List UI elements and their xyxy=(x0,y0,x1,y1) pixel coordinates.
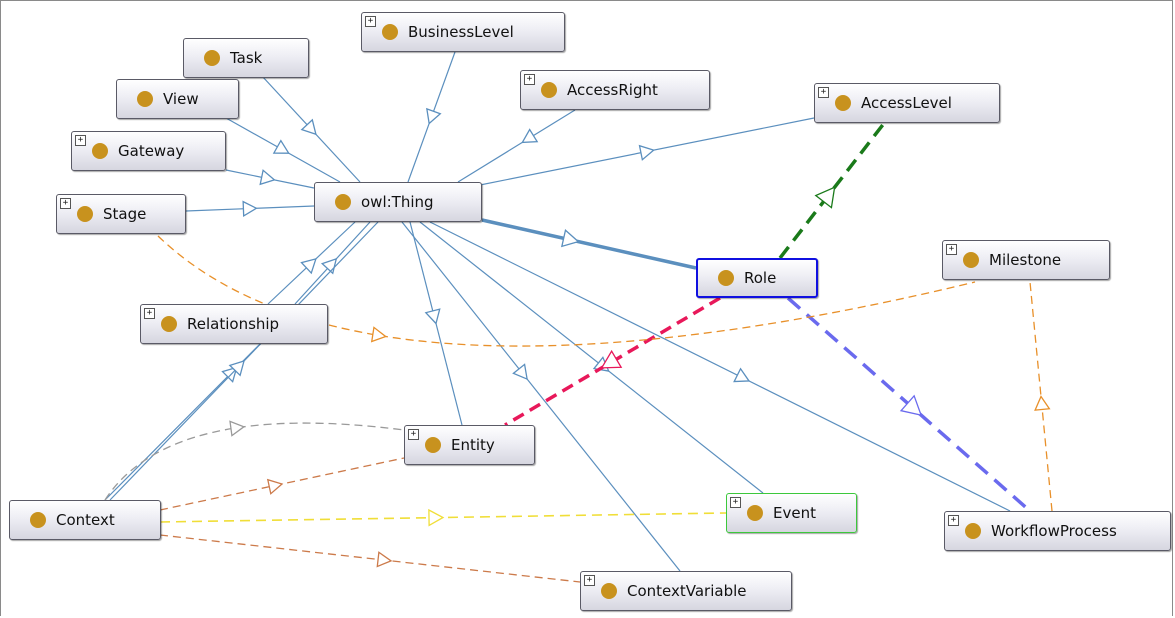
edge-context-event xyxy=(159,512,727,523)
node-gateway[interactable]: + Gateway xyxy=(71,131,226,171)
edge-stage-milestone-arrowhead xyxy=(370,326,388,343)
class-icon xyxy=(718,270,734,286)
node-role[interactable]: Role xyxy=(696,258,818,298)
node-context[interactable]: Context xyxy=(9,500,161,540)
edge-owl-thing-context-variable-arrowhead xyxy=(512,363,528,381)
edge-context-context-variable xyxy=(159,534,581,583)
edge-owl-thing-entity-arrowhead xyxy=(424,308,441,325)
edge-owl-thing-role xyxy=(481,218,697,270)
expand-icon[interactable]: + xyxy=(144,308,155,319)
edge-access-right-owl-thing-arrowhead xyxy=(521,128,539,144)
edge-owl-thing-role-arrowhead xyxy=(560,229,580,248)
edge-gateway-owl-thing-arrowhead xyxy=(259,169,276,186)
node-event[interactable]: + Event xyxy=(726,493,857,533)
expand-icon[interactable]: + xyxy=(365,16,376,27)
edge-context-relationship-arrowhead xyxy=(221,366,238,383)
node-label: owl:Thing xyxy=(361,193,434,211)
node-label: Gateway xyxy=(118,142,185,160)
node-milestone[interactable]: + Milestone xyxy=(942,240,1110,280)
node-relationship[interactable]: + Relationship xyxy=(140,304,328,344)
node-task[interactable]: Task xyxy=(183,38,309,78)
node-label: Role xyxy=(744,269,777,287)
class-icon xyxy=(161,316,177,332)
edge-role-access-level xyxy=(778,120,887,260)
expand-icon[interactable]: + xyxy=(946,244,957,255)
edge-owl-thing-event xyxy=(419,221,764,494)
node-label: ContextVariable xyxy=(627,582,747,600)
node-label: Task xyxy=(230,49,263,67)
node-workflow-process[interactable]: + WorkflowProcess xyxy=(944,511,1171,551)
edge-context-entity-gray-arrowhead xyxy=(229,420,246,437)
class-icon xyxy=(137,91,153,107)
class-icon xyxy=(382,24,398,40)
edge-owl-thing-workflow-process xyxy=(429,221,1011,512)
edge-context-entity-arrowhead xyxy=(266,478,284,495)
class-icon xyxy=(92,143,108,159)
class-icon xyxy=(77,206,93,222)
node-label: Event xyxy=(773,504,816,522)
expand-icon[interactable]: + xyxy=(524,74,535,85)
edge-task-owl-thing-arrowhead xyxy=(300,118,317,136)
edge-owl-thing-workflow-process-arrowhead xyxy=(733,367,751,383)
expand-icon[interactable]: + xyxy=(408,429,419,440)
class-icon xyxy=(965,523,981,539)
edge-workflow-process-milestone-arrowhead xyxy=(1034,395,1051,411)
node-label: View xyxy=(163,90,199,108)
edge-owl-thing-access-level-arrowhead xyxy=(638,144,656,161)
node-context-variable[interactable]: + ContextVariable xyxy=(580,571,792,611)
node-label: BusinessLevel xyxy=(408,23,514,41)
node-label: Context xyxy=(56,511,115,529)
expand-icon[interactable]: + xyxy=(584,575,595,586)
expand-icon[interactable]: + xyxy=(948,515,959,526)
class-icon xyxy=(335,194,351,210)
edge-role-entity-arrowhead xyxy=(600,349,623,369)
node-label: Milestone xyxy=(989,251,1062,269)
class-icon xyxy=(835,95,851,111)
expand-icon[interactable]: + xyxy=(818,87,829,98)
edge-stage-owl-thing-arrowhead xyxy=(242,200,258,218)
class-icon xyxy=(747,505,763,521)
edge-stage-milestone xyxy=(157,235,976,347)
node-label: Entity xyxy=(451,436,495,454)
expand-icon[interactable]: + xyxy=(730,497,741,508)
edge-access-right-owl-thing xyxy=(457,109,576,183)
node-label: Stage xyxy=(103,205,147,223)
class-icon xyxy=(204,50,220,66)
class-icon xyxy=(425,437,441,453)
node-label: Relationship xyxy=(187,315,280,333)
node-entity[interactable]: + Entity xyxy=(404,425,535,465)
node-access-right[interactable]: + AccessRight xyxy=(520,70,710,110)
node-label: WorkflowProcess xyxy=(991,522,1117,540)
node-label: AccessRight xyxy=(567,81,658,99)
class-icon xyxy=(541,82,557,98)
node-label: AccessLevel xyxy=(861,94,952,112)
node-access-level[interactable]: + AccessLevel xyxy=(814,83,1000,123)
node-business-level[interactable]: + BusinessLevel xyxy=(361,12,565,52)
edge-owl-thing-context-variable xyxy=(401,221,681,572)
node-stage[interactable]: + Stage xyxy=(56,194,186,234)
class-icon xyxy=(30,512,46,528)
edge-view-owl-thing-arrowhead xyxy=(272,139,290,154)
class-icon xyxy=(601,583,617,599)
expand-icon[interactable]: + xyxy=(60,198,71,209)
node-view[interactable]: View xyxy=(116,79,239,119)
edge-business-level-owl-thing-arrowhead xyxy=(426,107,442,125)
edge-role-access-level-arrowhead xyxy=(814,186,836,209)
edge-context-entity-gray xyxy=(104,422,405,501)
edge-context-event-arrowhead xyxy=(428,508,445,527)
expand-icon[interactable]: + xyxy=(75,135,86,146)
edge-role-workflow-process-arrowhead xyxy=(899,394,923,417)
edge-context-owl-thing-arrowhead xyxy=(228,360,245,377)
edge-relationship-owl-thing-arrowhead xyxy=(300,257,317,275)
edge-context-context-variable-arrowhead xyxy=(376,551,393,568)
node-owl-thing[interactable]: owl:Thing xyxy=(314,182,482,222)
class-icon xyxy=(963,252,979,268)
